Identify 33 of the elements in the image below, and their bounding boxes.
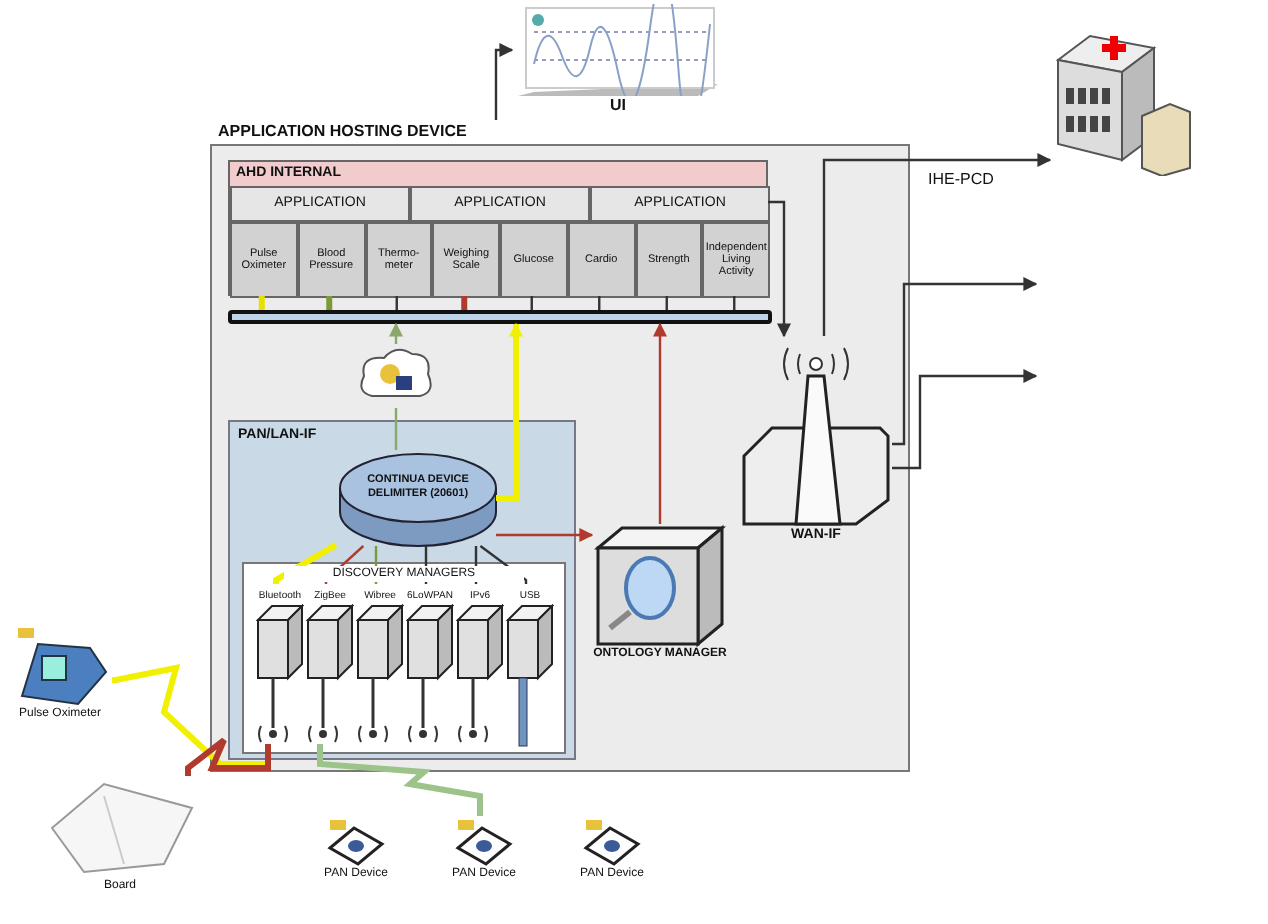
connector <box>496 528 594 542</box>
node-label: UI <box>610 96 626 115</box>
connector <box>494 43 514 120</box>
connector <box>395 296 398 310</box>
section-title: APPLICATION HOSTING DEVICE <box>218 120 467 144</box>
connector <box>479 545 528 584</box>
connector <box>892 277 1038 446</box>
connector <box>258 296 265 310</box>
connector <box>424 546 428 584</box>
wireless-link <box>112 664 271 767</box>
interface-panel <box>228 420 576 760</box>
connector <box>665 296 668 310</box>
connector <box>474 546 478 584</box>
connector <box>326 296 333 310</box>
connector <box>273 542 338 584</box>
wireless-link <box>185 737 271 776</box>
connector <box>598 296 601 310</box>
connector <box>653 322 667 524</box>
connector <box>496 322 523 501</box>
manager-panel <box>242 562 566 754</box>
connector <box>822 153 1052 336</box>
bus-bar <box>228 310 772 324</box>
connector <box>461 296 468 310</box>
connector <box>324 545 365 584</box>
connector <box>530 296 533 310</box>
wireless-link <box>317 744 483 816</box>
connector <box>389 322 403 344</box>
connector <box>892 369 1038 470</box>
connector <box>768 200 791 338</box>
internal-panel <box>228 160 768 296</box>
connector <box>733 296 736 310</box>
connector <box>394 408 398 450</box>
connector <box>374 546 378 584</box>
